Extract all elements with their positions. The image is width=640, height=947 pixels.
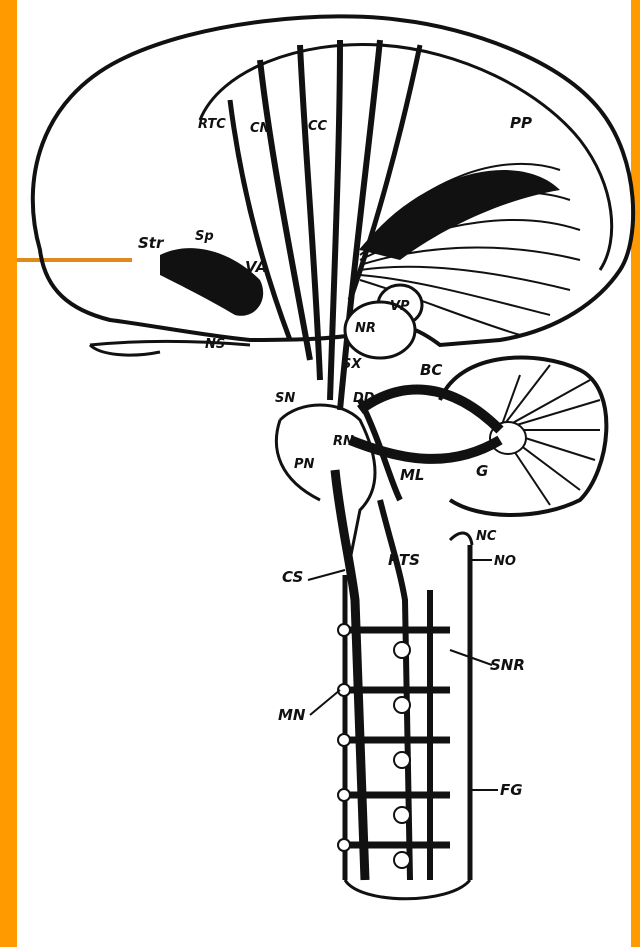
pp-fan-mass: [360, 170, 560, 260]
label-cs: CS: [282, 568, 303, 586]
ns-loop: [90, 345, 160, 355]
label-pn: PN: [294, 457, 315, 472]
mn-leader: [310, 690, 340, 715]
motor-neuron-cells: [338, 624, 410, 868]
label-mn: MN: [278, 706, 306, 724]
label-vp: VP: [390, 299, 410, 314]
nc-no-outline: [450, 533, 472, 545]
label-ml: ML: [400, 466, 425, 484]
label-snr: SNR: [490, 656, 525, 674]
label-nr: NR: [355, 321, 376, 336]
label-cc: CC: [308, 119, 328, 134]
label-ns: NS: [205, 337, 225, 352]
label-sx: SX: [342, 357, 362, 372]
label-sn: SN: [275, 391, 295, 406]
bc-tract: [360, 390, 500, 430]
label-sp: Sp: [195, 229, 214, 244]
label-rtc: RTC: [198, 117, 226, 132]
label-pp: PP: [510, 114, 532, 132]
label-rts: RTS: [388, 551, 420, 569]
label-fg: FG: [500, 781, 523, 799]
label-cn: CN: [250, 121, 271, 136]
label-bc: BC: [420, 361, 442, 379]
cs-tract: [335, 470, 365, 880]
label-dd: DD: [353, 391, 375, 406]
label-va: VA: [245, 258, 267, 276]
label-g: G: [476, 462, 488, 480]
label-str: Str: [138, 234, 165, 252]
cs-leader: [308, 570, 345, 580]
ns-tract: [90, 341, 250, 345]
cord-base: [345, 880, 470, 899]
label-nc: NC: [476, 529, 497, 544]
label-rn: RN: [333, 434, 354, 449]
brainstem-outline: [276, 405, 375, 560]
label-no: NO: [494, 554, 516, 569]
